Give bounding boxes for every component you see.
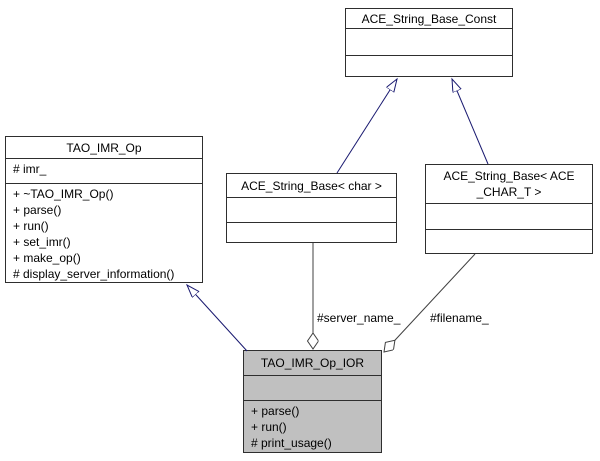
methods-compartment [346,55,512,76]
method-item: + set_imr() [13,235,71,249]
aggregation-edge-filename [384,253,476,352]
class-title: ACE_String_Base< char > [241,178,382,193]
class-box-ace-string-base-char[interactable]: ACE_String_Base< char > [226,173,397,243]
methods-compartment: + parse() + run() # print_usage() [244,400,381,452]
attributes-compartment [346,28,512,55]
attribute-item: # imr_ [13,162,47,176]
method-item: + run() [251,420,287,434]
class-box-ace-string-base-const[interactable]: ACE_String_Base_Const [345,8,513,77]
method-item: # print_usage() [251,436,332,450]
class-box-tao-imr-op-ior[interactable]: TAO_IMR_Op_IOR + parse() + run() # print_u… [243,350,382,453]
class-box-tao-imr-op[interactable]: TAO_IMR_Op # imr_ + ~TAO_IMR_Op() + parse… [5,136,203,283]
method-item: + make_op() [13,251,81,265]
method-item: + parse() [13,203,62,217]
inheritance-edge-ior-to-tao-imr-op [187,285,248,352]
attributes-compartment [426,203,592,229]
class-title: TAO_IMR_Op [66,140,142,155]
attributes-compartment [244,375,381,400]
method-item: + parse() [251,404,300,418]
method-item: + run() [13,219,49,233]
methods-compartment [227,222,396,242]
edge-label-server-name: #server_name_ [317,311,401,325]
attributes-compartment [227,197,396,222]
method-item: + ~TAO_IMR_Op() [13,187,114,201]
class-box-ace-string-base-ace-char-t[interactable]: ACE_String_Base< ACE _CHAR_T > [425,164,593,254]
class-title-line1: ACE_String_Base< ACE [443,169,575,183]
class-title: ACE_String_Base_Const [361,11,497,26]
methods-compartment [426,229,592,253]
edge-label-filename: #filename_ [430,311,489,325]
class-title: TAO_IMR_Op_IOR [260,356,365,370]
methods-compartment: + ~TAO_IMR_Op() + parse() + run() + set_imr… [6,183,202,282]
class-title-line2: _CHAR_T > [476,185,542,199]
class-title: ACE_String_Base< ACE _CHAR_T > [426,165,592,203]
method-item: # display_server_information() [13,267,175,281]
inheritance-edge-ace-char-t-to-const [452,79,489,165]
inheritance-edge-char-to-const [336,79,397,174]
attributes-compartment: # imr_ [6,158,202,183]
